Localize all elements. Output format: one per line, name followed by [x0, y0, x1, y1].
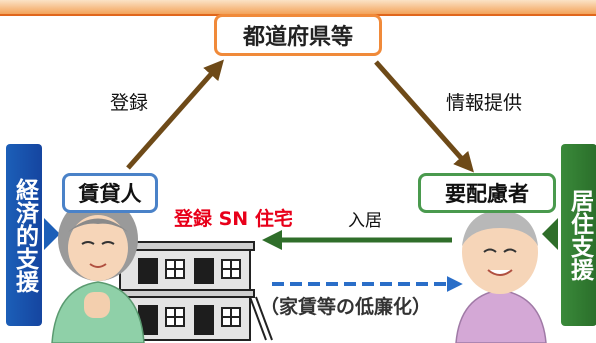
- left-support-pointer: [44, 218, 60, 250]
- housing-support-panel: 居住支援: [561, 144, 596, 326]
- info-provision-arrow: [374, 60, 474, 173]
- landlord-person-illustration: [51, 197, 145, 343]
- registered-housing-label: 登録 SN 住宅: [174, 208, 293, 230]
- tenant-person-illustration: [455, 210, 547, 343]
- move-in-label: 入居: [348, 211, 382, 231]
- register-arrow: [126, 59, 224, 170]
- landlord-node: 賃貸人: [62, 173, 158, 213]
- info-provision-label: 情報提供: [446, 92, 523, 114]
- register-label: 登録: [110, 92, 149, 114]
- right-support-pointer: [542, 218, 558, 250]
- prefecture-node: 都道府県等: [214, 14, 382, 56]
- economic-support-panel: 経済的支援: [6, 144, 42, 326]
- tenant-node: 要配慮者: [418, 173, 556, 213]
- apartment-building-illustration: [115, 241, 273, 341]
- rent-reduction-label: （家賃等の低廉化）: [260, 296, 432, 318]
